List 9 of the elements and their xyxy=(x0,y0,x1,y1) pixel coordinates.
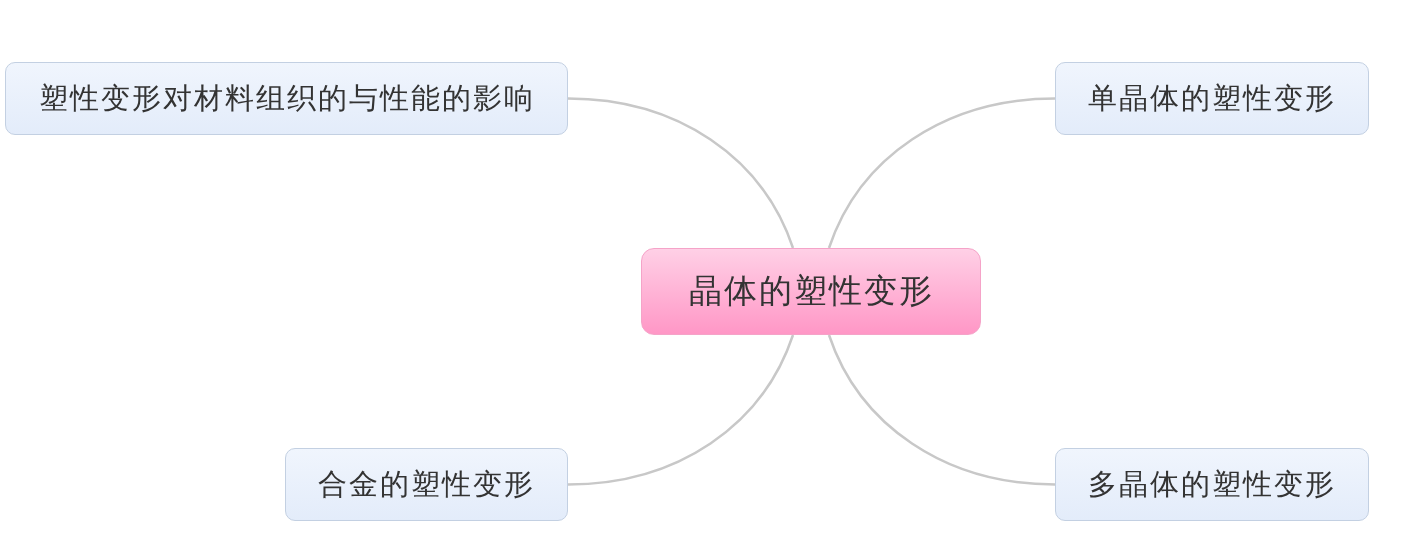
topic-box: 多晶体的塑性变形 xyxy=(1055,448,1369,521)
connector-curve xyxy=(567,334,795,486)
topic-box: 塑性变形对材料组织的与性能的影响 xyxy=(5,62,568,135)
topic-box: 单晶体的塑性变形 xyxy=(1055,62,1369,135)
connector-curve xyxy=(827,97,1056,249)
connector-curve xyxy=(827,334,1056,486)
connector-curve xyxy=(567,97,795,249)
topic-box: 合金的塑性变形 xyxy=(285,448,568,521)
central-topic-box: 晶体的塑性变形 xyxy=(641,248,981,335)
